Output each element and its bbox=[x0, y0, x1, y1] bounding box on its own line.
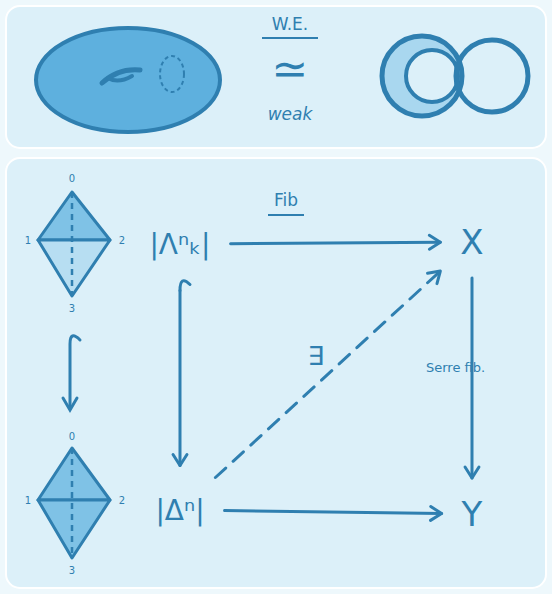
space-object: |Δⁿ| bbox=[149, 492, 210, 529]
vertex-number: 1 bbox=[25, 495, 31, 506]
wedge-of-circles bbox=[382, 36, 528, 116]
arrow bbox=[465, 278, 479, 478]
arrow bbox=[231, 235, 441, 249]
edge-label: ∃ bbox=[308, 341, 324, 371]
hook-arrow bbox=[63, 336, 80, 410]
arrow bbox=[225, 506, 442, 520]
panel-label: weak bbox=[268, 104, 313, 124]
space-object: X bbox=[454, 220, 489, 264]
underline bbox=[268, 214, 304, 216]
tetrahedron-horn bbox=[38, 192, 110, 296]
object-name: |Λⁿₖ| bbox=[149, 228, 210, 261]
object-name: |Δⁿ| bbox=[155, 494, 204, 527]
space-object: |Λⁿₖ| bbox=[143, 226, 216, 263]
tetrahedron-simplex bbox=[38, 448, 110, 558]
top-panel bbox=[6, 6, 546, 148]
object-name: Y bbox=[462, 494, 483, 534]
vertex-number: 3 bbox=[69, 565, 75, 576]
vertex-number: 0 bbox=[69, 173, 75, 184]
space-object: Y bbox=[456, 492, 489, 536]
arrow bbox=[173, 281, 190, 466]
panel-label: W.E. bbox=[272, 14, 308, 34]
bottom-panel bbox=[6, 158, 546, 588]
vertex-number: 2 bbox=[119, 495, 125, 506]
vertex-number: 2 bbox=[119, 235, 125, 246]
vertex-number: 1 bbox=[25, 235, 31, 246]
torus-drawing bbox=[36, 28, 220, 132]
panel-label: Fib bbox=[274, 190, 298, 210]
vertex-number: 0 bbox=[69, 431, 75, 442]
underline bbox=[262, 37, 318, 39]
panel-label: ≃ bbox=[272, 43, 309, 94]
arrow bbox=[215, 271, 440, 477]
object-name: X bbox=[460, 222, 483, 262]
edge-label: Serre fib. bbox=[426, 361, 486, 375]
vertex-number: 3 bbox=[69, 303, 75, 314]
